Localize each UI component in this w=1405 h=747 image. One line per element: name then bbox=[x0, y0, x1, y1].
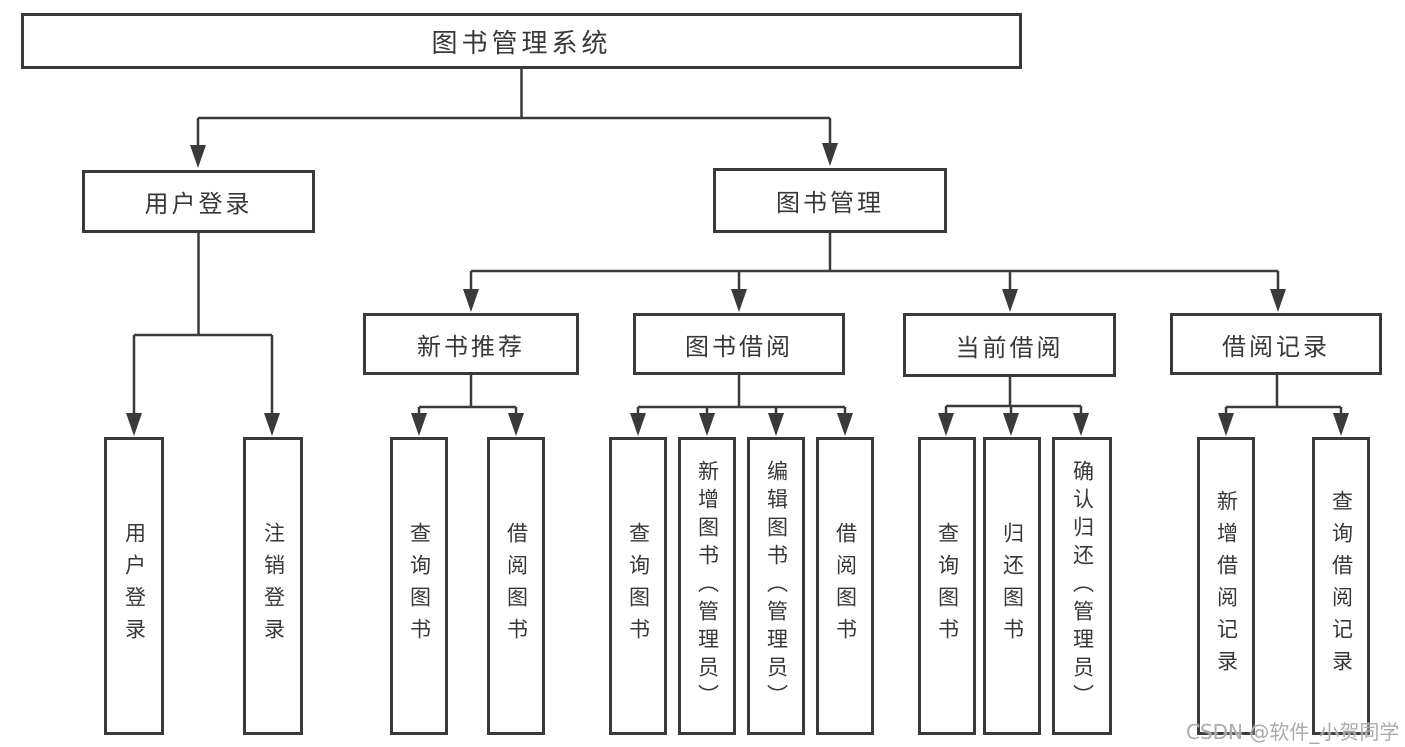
node-label: 编辑图书（管理员） bbox=[764, 460, 789, 712]
leaf-query-books-recommend: 查询图书 bbox=[390, 437, 448, 735]
leaf-logout: 注销登录 bbox=[243, 437, 303, 735]
node-label: 借阅记录 bbox=[1222, 332, 1330, 361]
node-label: 查询图书 bbox=[626, 522, 651, 650]
leaf-return-book: 归还图书 bbox=[983, 437, 1041, 735]
leaf-query-books-borrow: 查询图书 bbox=[609, 437, 667, 735]
arrowhead-icons bbox=[126, 143, 1349, 436]
leaf-query-books-current: 查询图书 bbox=[918, 437, 976, 735]
node-book-management: 图书管理 bbox=[713, 168, 947, 233]
node-new-book-recommend: 新书推荐 bbox=[363, 313, 579, 375]
node-label: 用户登录 bbox=[144, 190, 253, 218]
node-current-borrow: 当前借阅 bbox=[903, 313, 1116, 377]
leaf-user-login: 用户登录 bbox=[104, 437, 164, 735]
leaf-borrow-books-recommend: 借阅图书 bbox=[487, 437, 545, 735]
leaf-add-borrow-record: 新增借阅记录 bbox=[1197, 437, 1255, 735]
node-label: 当前借阅 bbox=[955, 333, 1064, 362]
node-label: 图书借阅 bbox=[685, 332, 793, 361]
node-label: 新书推荐 bbox=[417, 332, 525, 361]
node-label: 用户登录 bbox=[122, 522, 147, 650]
node-label: 新增图书（管理员） bbox=[695, 460, 720, 712]
node-label: 图书管理系统 bbox=[431, 28, 612, 59]
node-label: 查询图书 bbox=[935, 522, 960, 650]
node-label: 新增借阅记录 bbox=[1214, 490, 1239, 682]
node-borrow-records: 借阅记录 bbox=[1170, 313, 1382, 375]
leaf-edit-book-admin: 编辑图书（管理员） bbox=[747, 437, 805, 735]
node-label: 借阅图书 bbox=[833, 522, 858, 650]
leaf-confirm-return-admin: 确认归还（管理员） bbox=[1052, 437, 1112, 735]
node-label: 图书管理 bbox=[776, 189, 884, 217]
leaf-query-borrow-record: 查询借阅记录 bbox=[1312, 437, 1370, 735]
node-library-system: 图书管理系统 bbox=[21, 13, 1022, 69]
leaf-add-book-admin: 新增图书（管理员） bbox=[678, 437, 736, 735]
node-user-login: 用户登录 bbox=[82, 170, 315, 233]
node-label: 借阅图书 bbox=[504, 522, 529, 650]
node-label: 查询图书 bbox=[407, 522, 432, 650]
node-label: 归还图书 bbox=[1000, 522, 1025, 650]
node-label: 确认归还（管理员） bbox=[1070, 460, 1095, 712]
node-book-borrow: 图书借阅 bbox=[633, 313, 845, 375]
leaf-borrow-books: 借阅图书 bbox=[816, 437, 874, 735]
node-label: 查询借阅记录 bbox=[1329, 490, 1354, 682]
node-label: 注销登录 bbox=[261, 522, 286, 650]
csdn-watermark: CSDN @软件_小贺同学 bbox=[1186, 720, 1400, 744]
